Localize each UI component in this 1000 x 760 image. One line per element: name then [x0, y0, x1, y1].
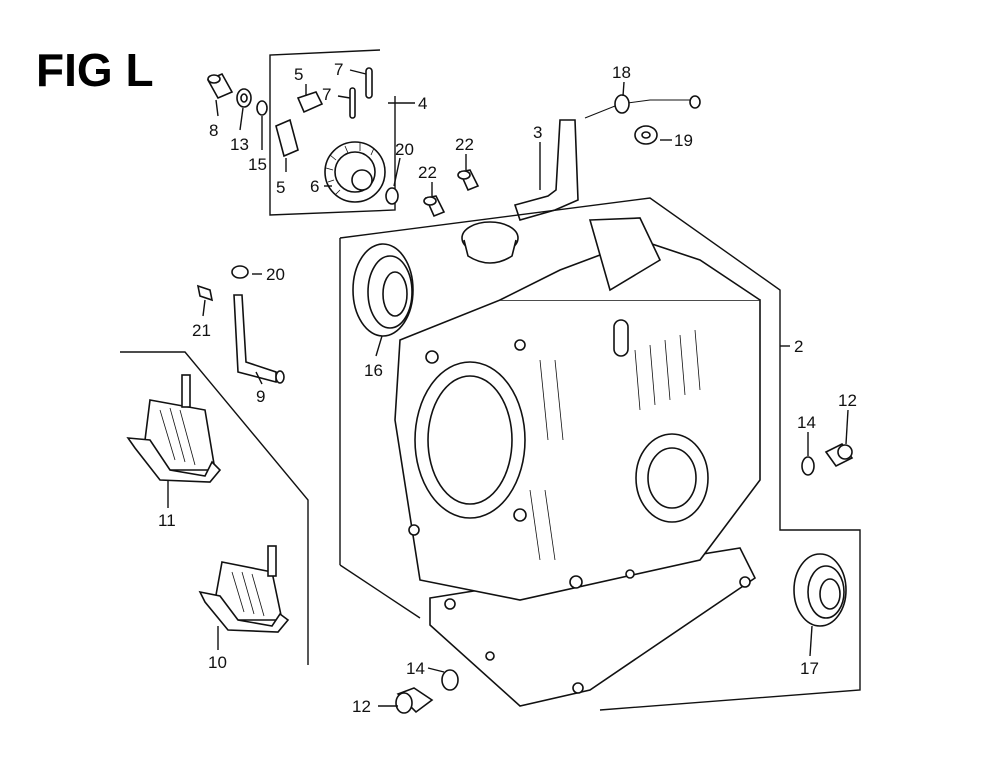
callout-3: 3 [533, 123, 542, 142]
part-11-engine-mount [126, 374, 222, 483]
part-13-washer [236, 88, 252, 108]
callout-14-right: 14 [797, 413, 816, 432]
part-22-bolt-lower [423, 195, 446, 218]
callout-15: 15 [248, 155, 267, 174]
part-5-arm-upper [296, 91, 324, 114]
callout-2: 2 [794, 337, 803, 356]
callout-13: 13 [230, 135, 249, 154]
breather-cup [461, 221, 519, 264]
callout-4: 4 [418, 94, 427, 113]
callout-8: 8 [209, 121, 218, 140]
callout-10: 10 [208, 653, 227, 672]
callout-12-right: 12 [838, 391, 857, 410]
callout-5-upper: 5 [294, 65, 303, 84]
part-5-arm-lower [275, 118, 299, 158]
part-2-crankcase [394, 217, 761, 707]
mounts-bracket-outline [120, 351, 309, 665]
part-10-engine-mount [198, 545, 290, 633]
part-20-washer-top [385, 187, 399, 205]
callout-7-upper: 7 [334, 60, 343, 79]
callout-21: 21 [192, 321, 211, 340]
callout-6: 6 [310, 177, 319, 196]
part-14-washer-right [801, 456, 815, 476]
callout-22-upper: 22 [455, 135, 474, 154]
callout-20-left: 20 [266, 265, 285, 284]
governor-bracket-outline [269, 49, 396, 216]
callout-18: 18 [612, 63, 631, 82]
crankcase-bracket-bottom [339, 564, 421, 619]
callout-7-lower: 7 [322, 85, 331, 104]
part-6-governor-gear [324, 141, 386, 203]
crankcase-bracket-outline [339, 197, 861, 711]
part-7-pin-a [365, 67, 373, 99]
part-17-oil-seal [793, 553, 847, 627]
callout-20-top: 20 [395, 140, 414, 159]
breather-assembly-group [423, 94, 701, 264]
part-16-bearing [352, 243, 414, 337]
part-12-bolt-bottom [395, 687, 434, 714]
callout-9: 9 [256, 387, 265, 406]
part-19-nut [634, 125, 658, 145]
part-7-pin-b [349, 87, 356, 119]
part-12-bolt-right [824, 442, 854, 468]
callout-14-bottom: 14 [406, 659, 425, 678]
part-14-washer-bottom [441, 669, 459, 691]
part-22-bolt-upper [457, 169, 480, 192]
governor-assembly-group [206, 49, 399, 216]
part-9-tube [233, 294, 285, 384]
figure-title: FIG L [36, 44, 154, 96]
part-21-clip [196, 284, 214, 302]
part-3-breather-tube [513, 119, 579, 221]
leader-lines [167, 69, 849, 707]
callout-17: 17 [800, 659, 819, 678]
callout-12-bottom: 12 [352, 697, 371, 716]
part-20-washer-left [231, 265, 249, 279]
callout-11: 11 [158, 511, 176, 530]
part-15-washer [256, 100, 268, 116]
callout-16: 16 [364, 361, 383, 380]
callout-5-lower: 5 [276, 178, 285, 197]
callout-19: 19 [674, 131, 693, 150]
callout-22-lower: 22 [418, 163, 437, 182]
part-8-bolt [206, 72, 234, 100]
callout-labels: 8 13 15 5 5 7 7 4 6 20 22 22 3 18 19 20 … [158, 60, 857, 716]
part-18-cable [584, 94, 701, 119]
